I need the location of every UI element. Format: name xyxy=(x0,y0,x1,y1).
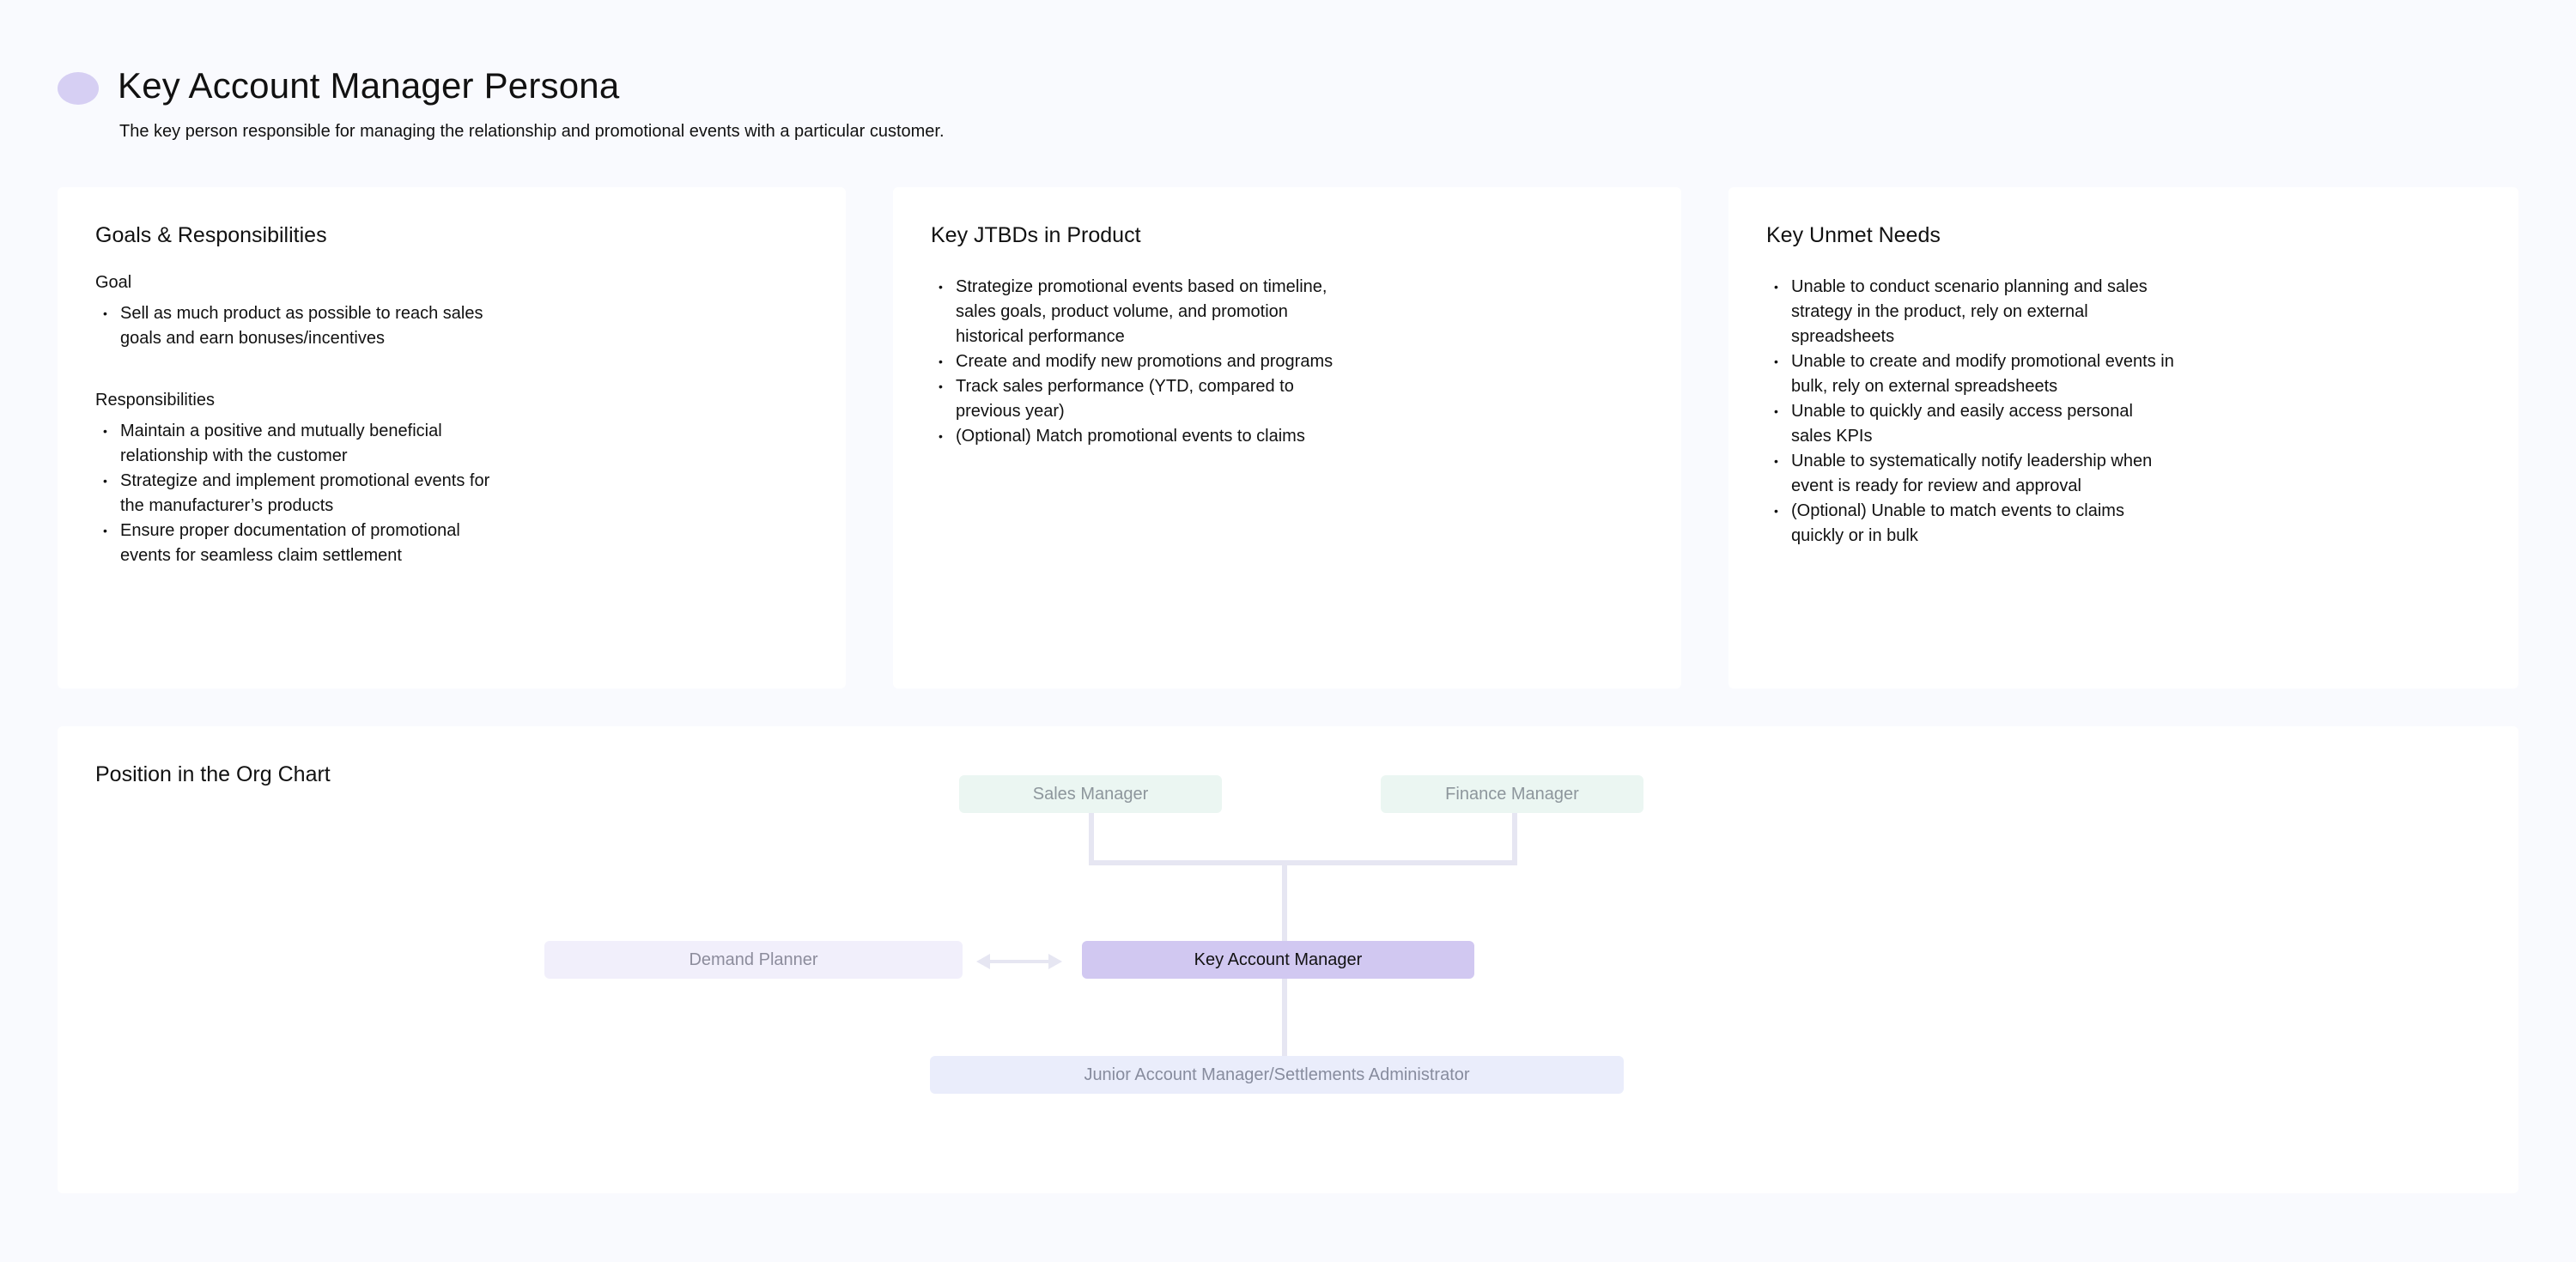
jtbd-card-body: Strategize promotional events based on t… xyxy=(931,275,1412,449)
org-node-label: Finance Manager xyxy=(1445,784,1579,804)
responsibility-item: Maintain a positive and mutually benefic… xyxy=(103,419,507,469)
jtbd-item: Track sales performance (YTD, compared t… xyxy=(939,374,1342,424)
jtbd-item: Create and modify new promotions and pro… xyxy=(939,349,1342,374)
org-node-label: Key Account Manager xyxy=(1194,950,1363,969)
org-chart-title: Position in the Org Chart xyxy=(95,762,331,786)
persona-dot-icon xyxy=(58,72,99,105)
org-node-junior-account-manager: Junior Account Manager/Settlements Admin… xyxy=(930,1056,1624,1094)
responsibility-item: Ensure proper documentation of promotion… xyxy=(103,519,507,568)
jtbd-item: Strategize promotional events based on t… xyxy=(939,275,1342,349)
org-node-demand-planner: Demand Planner xyxy=(544,941,963,979)
goals-card-title: Goals & Responsibilities xyxy=(95,223,327,247)
jtbd-list: Strategize promotional events based on t… xyxy=(931,275,1342,449)
need-item: Unable to systematically notify leadersh… xyxy=(1774,449,2178,499)
page-title: Key Account Manager Persona xyxy=(118,65,620,106)
need-item: (Optional) Unable to match events to cla… xyxy=(1774,499,2178,549)
goals-card-body: Goal Sell as much product as possible to… xyxy=(95,273,576,568)
org-node-finance-manager: Finance Manager xyxy=(1381,775,1643,813)
responsibility-item: Strategize and implement promotional eve… xyxy=(103,469,507,519)
jtbd-item: (Optional) Match promotional events to c… xyxy=(939,424,1342,449)
connector-line xyxy=(1089,860,1517,865)
connector-line xyxy=(1512,812,1517,865)
needs-card-title: Key Unmet Needs xyxy=(1766,223,1941,247)
bidirectional-arrow-icon xyxy=(976,954,1062,969)
goal-item: Sell as much product as possible to reac… xyxy=(103,301,507,351)
connector-line xyxy=(1089,812,1094,865)
org-node-label: Junior Account Manager/Settlements Admin… xyxy=(1084,1065,1470,1084)
needs-card-body: Unable to conduct scenario planning and … xyxy=(1766,275,2247,549)
needs-card: Key Unmet Needs Unable to conduct scenar… xyxy=(1728,187,2518,689)
org-node-sales-manager: Sales Manager xyxy=(959,775,1222,813)
need-item: Unable to conduct scenario planning and … xyxy=(1774,275,2178,349)
jtbd-card: Key JTBDs in Product Strategize promotio… xyxy=(893,187,1681,689)
responsibilities-list: Maintain a positive and mutually benefic… xyxy=(95,419,507,568)
goal-list: Sell as much product as possible to reac… xyxy=(95,301,507,351)
jtbd-card-title: Key JTBDs in Product xyxy=(931,223,1141,247)
need-item: Unable to create and modify promotional … xyxy=(1774,349,2178,399)
org-chart-card: Position in the Org Chart Sales Manager … xyxy=(58,726,2518,1193)
org-node-label: Demand Planner xyxy=(689,950,818,969)
goal-label: Goal xyxy=(95,273,132,292)
responsibilities-label: Responsibilities xyxy=(95,391,215,410)
org-node-key-account-manager: Key Account Manager xyxy=(1082,941,1474,979)
page-subtitle: The key person responsible for managing … xyxy=(119,122,945,141)
needs-list: Unable to conduct scenario planning and … xyxy=(1766,275,2178,549)
org-node-label: Sales Manager xyxy=(1032,784,1149,804)
goals-card: Goals & Responsibilities Goal Sell as mu… xyxy=(58,187,846,689)
need-item: Unable to quickly and easily access pers… xyxy=(1774,399,2178,449)
